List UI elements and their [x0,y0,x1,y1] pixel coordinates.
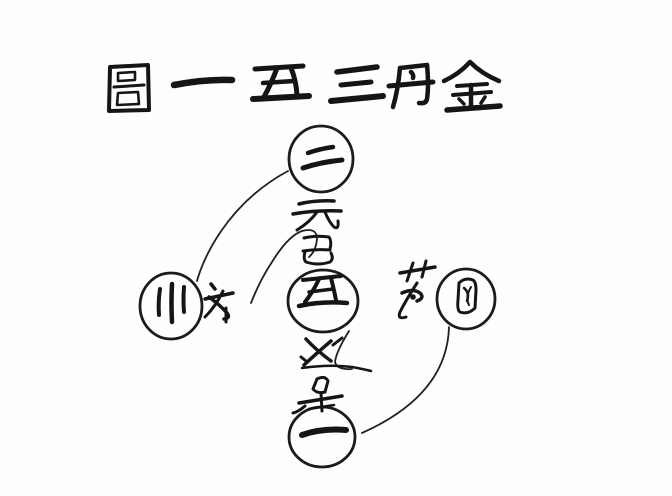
glyph-one [299,426,349,438]
title-char-tu [107,63,151,113]
annotation-hua [397,259,437,320]
edge-left-to-top [196,170,289,282]
node-top [287,124,355,194]
glyph-two [300,144,345,171]
glyph-three-vertical [156,281,186,325]
node-center [286,268,360,334]
node-left [138,271,204,341]
glyph-four-cursive [456,277,478,315]
title-char-wu [250,63,312,102]
top-circle [287,124,355,194]
title-char-dan [386,62,436,110]
node-right [435,267,497,331]
page-title [107,59,503,113]
edge-center-to-x [334,330,353,371]
node-bottom [287,405,357,469]
annotation-wu-earth [203,282,235,324]
title-char-jin [441,59,503,113]
edges [196,170,450,434]
title-char-san [328,64,386,104]
annotation-huang [291,375,344,415]
center-circle [286,268,360,334]
edge-right-to-bottom [361,326,450,434]
annotation-wu [291,199,343,232]
bottom-circle [287,405,357,469]
title-char-yi [170,76,236,89]
right-circle [435,267,497,331]
annotation-x [299,336,373,373]
glyph-five [296,274,350,309]
left-circle [138,271,204,341]
annotation-ji [301,234,334,266]
edge-wu-to-ji [250,229,318,304]
